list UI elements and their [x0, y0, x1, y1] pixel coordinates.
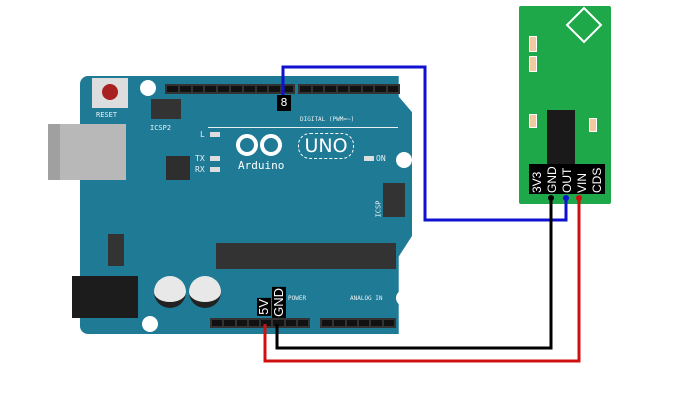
atmega-chip — [216, 243, 396, 269]
ground-wire — [275, 198, 553, 350]
icsp-header — [383, 183, 405, 217]
analog-header — [320, 318, 396, 328]
capacitor — [154, 276, 186, 308]
signal-wire — [281, 65, 568, 222]
led-l — [210, 132, 220, 137]
reset-label: RESET — [96, 111, 118, 119]
usb-connector-body — [60, 124, 126, 180]
digital-header-low — [298, 84, 400, 94]
led-tx-label: TX — [195, 154, 205, 163]
mount-hole — [396, 152, 412, 168]
pin-8-callout: 8 — [277, 95, 291, 111]
led-rx — [210, 167, 220, 172]
reset-button[interactable] — [92, 78, 128, 108]
arduino-logo-infinity — [236, 134, 292, 156]
mount-hole — [140, 80, 156, 96]
led-l-label: L — [200, 130, 205, 139]
mount-hole — [142, 316, 158, 332]
capacitor — [189, 276, 221, 308]
power-label: POWER — [288, 295, 307, 302]
led-tx — [210, 156, 220, 161]
voltage-regulator — [108, 234, 124, 266]
sensor-pin-labels: 3V3 GND OUT VIN CDS — [529, 164, 605, 194]
arduino-logo-text: Arduino — [238, 159, 285, 172]
usb-chip — [166, 156, 190, 180]
power-wire — [263, 198, 581, 363]
digital-silk-line — [208, 127, 398, 128]
icsp2-header — [151, 99, 181, 119]
rcwl-0516-sensor: 3V3 GND OUT VIN CDS — [519, 6, 611, 204]
uno-badge: UNO — [298, 133, 354, 159]
led-on-label: ON — [376, 154, 386, 163]
icsp2-label: ICSP2 — [150, 124, 172, 132]
led-rx-label: RX — [195, 165, 205, 174]
led-on — [364, 156, 374, 161]
dc-jack-body — [72, 276, 138, 318]
mount-hole — [396, 290, 412, 306]
digital-label: DIGITAL (PWM=~) — [300, 116, 355, 123]
power-header — [210, 318, 310, 328]
digital-header-high — [165, 84, 295, 94]
reset-button-cap — [102, 84, 118, 100]
analog-label: ANALOG IN — [350, 295, 383, 302]
